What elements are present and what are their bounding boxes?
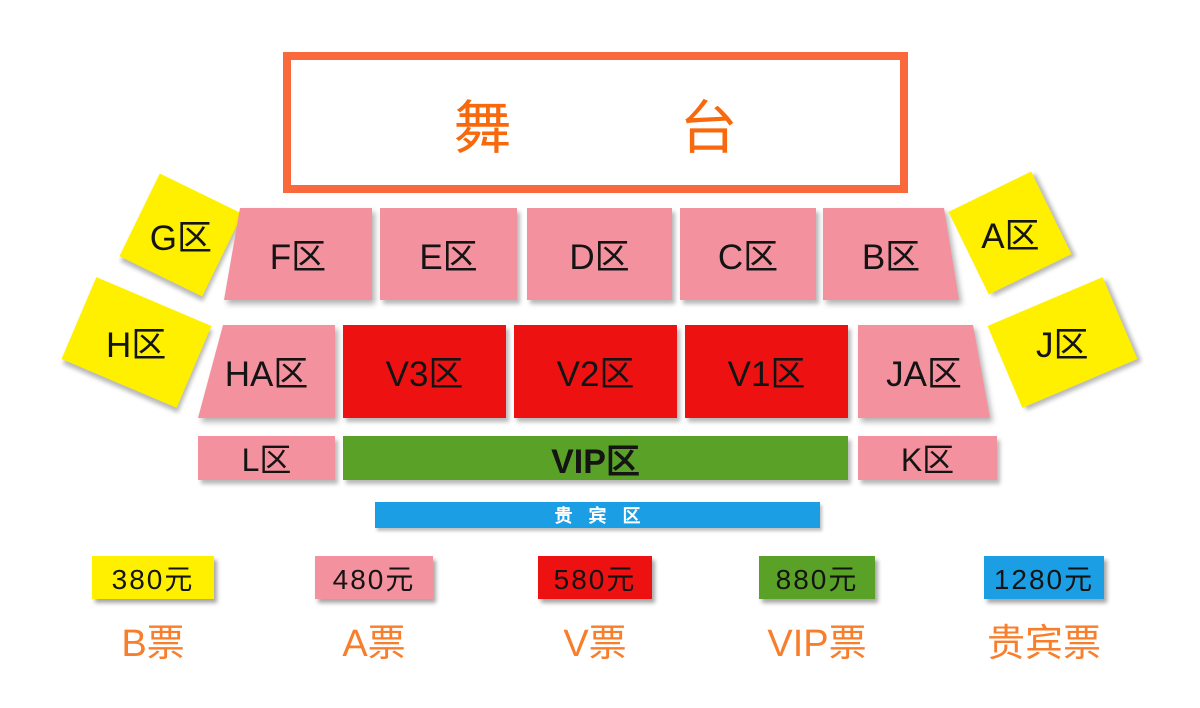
zone-v2[interactable]: V2区 <box>514 325 677 418</box>
price-badge-b: 380元 <box>92 556 214 599</box>
zone-d[interactable]: D区 <box>527 208 672 300</box>
zone-f-shape: F区 <box>224 208 372 300</box>
legend-item-b: 380元 B票 <box>92 556 214 667</box>
zone-vip[interactable]: VIP区 <box>343 436 848 481</box>
zone-j[interactable]: J区 <box>987 277 1138 408</box>
zone-a[interactable]: A区 <box>948 171 1072 295</box>
zone-j-label: J区 <box>1036 326 1089 366</box>
stage-label: 舞台 <box>453 95 906 161</box>
zone-ja-shape: JA区 <box>858 325 990 418</box>
zone-v2-label: V2区 <box>556 355 635 394</box>
zone-k[interactable]: K区 <box>858 436 997 480</box>
zone-vip-label: VIP区 <box>551 442 640 481</box>
zone-e[interactable]: E区 <box>380 208 517 300</box>
zone-h[interactable]: H区 <box>61 277 212 408</box>
zone-h-label: H区 <box>106 326 167 365</box>
ticket-label-a: A票 <box>342 623 406 665</box>
guest-zone-label: 贵宾区 <box>554 506 657 526</box>
zone-v1-label: V1区 <box>727 355 806 394</box>
zone-b-shape: B区 <box>823 208 959 300</box>
price-badge-v: 580元 <box>538 556 652 599</box>
legend-item-vip: 880元 VIP票 <box>759 556 875 667</box>
zone-l[interactable]: L区 <box>198 436 335 480</box>
zone-v1[interactable]: V1区 <box>685 325 848 418</box>
ticket-label-guest: 贵宾票 <box>986 623 1101 665</box>
zone-ja-label: JA区 <box>886 355 962 394</box>
zone-v3-label: V3区 <box>385 355 464 394</box>
zone-l-label: L区 <box>241 442 292 478</box>
zone-ha[interactable]: HA区 <box>198 325 335 418</box>
zone-ja[interactable]: JA区 <box>858 325 990 418</box>
ticket-label-v: V票 <box>563 623 627 665</box>
price-badge-guest: 1280元 <box>984 556 1104 599</box>
zone-ha-shape: HA区 <box>198 325 335 418</box>
ticket-label-vip: VIP票 <box>767 623 867 665</box>
price-badge-a: 480元 <box>315 556 433 599</box>
zone-b-label: B区 <box>861 237 921 277</box>
zone-g-label: G区 <box>149 218 213 258</box>
legend-item-a: 480元 A票 <box>315 556 433 667</box>
zone-ha-label: HA区 <box>224 355 309 394</box>
zone-f[interactable]: F区 <box>224 208 372 300</box>
ticket-label-b: B票 <box>121 623 185 665</box>
zone-c-label: C区 <box>717 237 779 277</box>
zone-f-label: F区 <box>269 237 327 277</box>
stage: 舞台 <box>283 52 908 193</box>
legend-item-v: 580元 V票 <box>538 556 652 667</box>
zone-a-label: A区 <box>980 216 1040 256</box>
price-badge-vip: 880元 <box>759 556 875 599</box>
legend-item-guest: 1280元 贵宾票 <box>984 556 1104 667</box>
zone-d-label: D区 <box>569 237 630 277</box>
zone-k-label: K区 <box>900 442 955 478</box>
zone-v3[interactable]: V3区 <box>343 325 506 418</box>
zone-c[interactable]: C区 <box>680 208 816 300</box>
zone-e-label: E区 <box>419 237 478 277</box>
guest-zone-bar[interactable]: 贵宾区 <box>375 502 820 528</box>
zone-b[interactable]: B区 <box>823 208 959 300</box>
